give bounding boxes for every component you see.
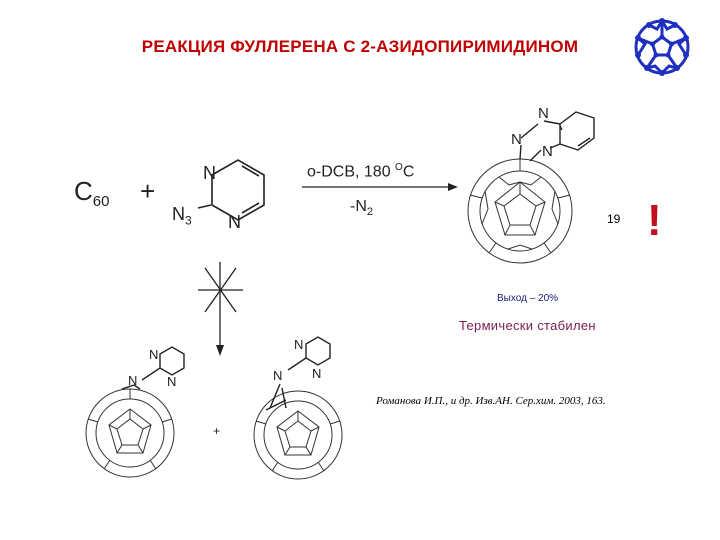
- conditions-bottom: -N2: [350, 198, 373, 218]
- side2-n-bottom: N: [312, 366, 322, 381]
- conditions-text: o-DCB, 180: [307, 163, 396, 181]
- ring-n-bottom: N: [228, 212, 241, 232]
- product-bridge: [519, 111, 595, 162]
- azide-subscript: 3: [185, 213, 192, 228]
- cross-line-2: [204, 267, 237, 313]
- side1-n-bottom: N: [167, 374, 177, 389]
- azide-n: N: [172, 204, 185, 224]
- azide-label: N3: [172, 204, 192, 228]
- conditions-degree: O: [395, 162, 403, 173]
- c60-label: C60: [74, 176, 109, 210]
- c60-subscript: 60: [92, 193, 110, 211]
- side1-n-bridge: N: [128, 373, 138, 388]
- azidopyrimidine-ring: [211, 159, 265, 221]
- side1-n-top: N: [149, 347, 159, 362]
- product-n-right: N: [542, 143, 553, 160]
- yield-text: Выход – 20%: [497, 293, 559, 304]
- stability-text: Термически стабилен: [459, 318, 596, 333]
- side2-n-bridge: N: [273, 368, 283, 383]
- product-n-top: N: [538, 105, 549, 122]
- ring-n-top: N: [203, 163, 216, 183]
- cross-line-1: [204, 267, 237, 313]
- conditions-n2: -N: [350, 198, 367, 215]
- conditions-n2-subscript: 2: [366, 206, 374, 219]
- azide-bond: [197, 204, 212, 209]
- product-fullerene: [467, 158, 573, 264]
- conditions-top: o-DCB, 180 OC: [307, 162, 414, 181]
- product-n-left: N: [511, 131, 522, 148]
- conditions-unit: C: [402, 163, 415, 181]
- vertical-arrowhead: [216, 345, 224, 356]
- reference-text: Романова И.П., и др. Изв.АН. Сер.хим. 20…: [376, 395, 606, 407]
- side2-n-top: N: [294, 337, 304, 352]
- reaction-arrowhead: [448, 183, 458, 191]
- plus-sign: +: [140, 176, 156, 206]
- page-title: РЕАКЦИЯ ФУЛЛЕРЕНА С 2-АЗИДОПИРИМИДИНОМ: [141, 37, 579, 56]
- side-product-fullerene-1: [85, 388, 175, 478]
- compound-number: 19: [607, 212, 621, 226]
- c60-symbol: C: [74, 176, 93, 206]
- exclamation-mark: !: [647, 196, 662, 245]
- side-product-fullerene-2: [253, 390, 343, 480]
- side-products-plus: +: [213, 424, 221, 438]
